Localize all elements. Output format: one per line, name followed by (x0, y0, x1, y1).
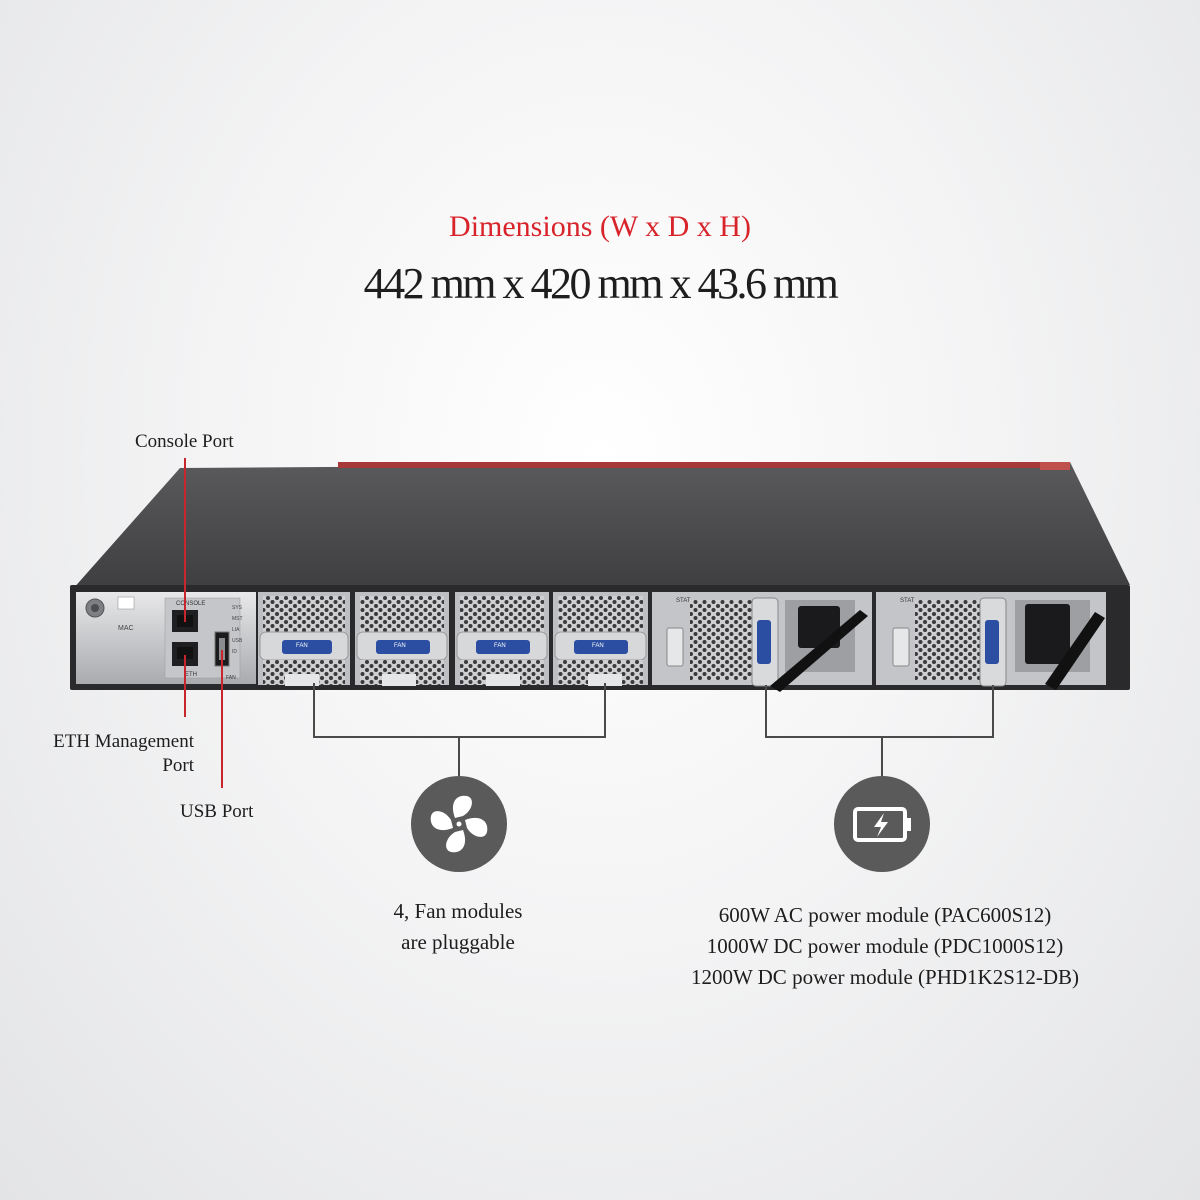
chassis-top (72, 462, 1130, 590)
chassis-red-trim (338, 462, 1070, 468)
eth-management-port-label: ETH Management Port (48, 730, 194, 778)
eth-management-port-label-line1: ETH Management (53, 731, 194, 752)
power-module-2: STAT (876, 592, 1106, 690)
console-port-line (184, 458, 186, 622)
fan-module-3: FAN (455, 592, 549, 686)
fan-module-4: FAN (553, 592, 648, 686)
led-sys: SYS (232, 605, 243, 611)
console-port-label: Console Port (135, 431, 234, 452)
fan-icon-circle (411, 776, 507, 872)
battery-icon-circle (834, 776, 930, 872)
fan-modules-text: 4, Fan modules are pluggable (340, 896, 576, 958)
fan-module-2: FAN (355, 592, 449, 686)
eth-text: ETH (185, 672, 197, 678)
power-module-line: 1200W DC power module (PHD1K2S12-DB) (690, 965, 1080, 989)
dimensions-value: 442 mm x 420 mm x 43.6 mm (363, 259, 839, 308)
power-bracket-stem (881, 736, 883, 776)
fan-modules-line2: are pluggable (401, 930, 515, 954)
battery-charging-icon (853, 807, 911, 842)
fan-bracket-stem (458, 736, 460, 776)
fan-module-label: FAN (296, 643, 308, 649)
led-lia: LIA (232, 627, 240, 633)
eth-port-line (184, 655, 186, 717)
fan-module-label: FAN (394, 643, 406, 649)
power-bracket-right (992, 685, 994, 738)
stat-label: STAT (676, 598, 691, 604)
fan-module-1: FAN (258, 592, 350, 686)
fan-icon (430, 795, 488, 853)
fan-module-label: FAN (494, 643, 506, 649)
fan-slot-text: FAN (226, 675, 236, 681)
usb-port-line (221, 650, 223, 788)
fan-bracket-right (604, 683, 606, 738)
console-text: CONSOLE (176, 601, 205, 607)
power-module-1: STAT (652, 592, 872, 692)
fan-bracket-left (313, 683, 315, 738)
power-bracket-bottom (765, 736, 994, 738)
power-modules-text: 600W AC power module (PAC600S12) 1000W D… (650, 900, 1120, 993)
led-mst: MST (232, 616, 243, 622)
dimensions-title: Dimensions (W x D x H) (449, 210, 751, 243)
power-module-line: 1000W DC power module (PDC1000S12) (706, 934, 1064, 958)
usb-port-label: USB Port (180, 801, 254, 822)
led-id: ID (232, 649, 237, 655)
power-bracket-left (765, 685, 767, 738)
fan-modules-line1: 4, Fan modules (393, 899, 523, 923)
led-usb: USB (232, 638, 243, 644)
stat-label: STAT (900, 598, 915, 604)
fan-module-label: FAN (592, 643, 604, 649)
power-module-line: 600W AC power module (PAC600S12) (718, 903, 1052, 927)
mac-label: MAC (118, 625, 134, 632)
eth-management-port-label-line2: Port (162, 755, 194, 776)
